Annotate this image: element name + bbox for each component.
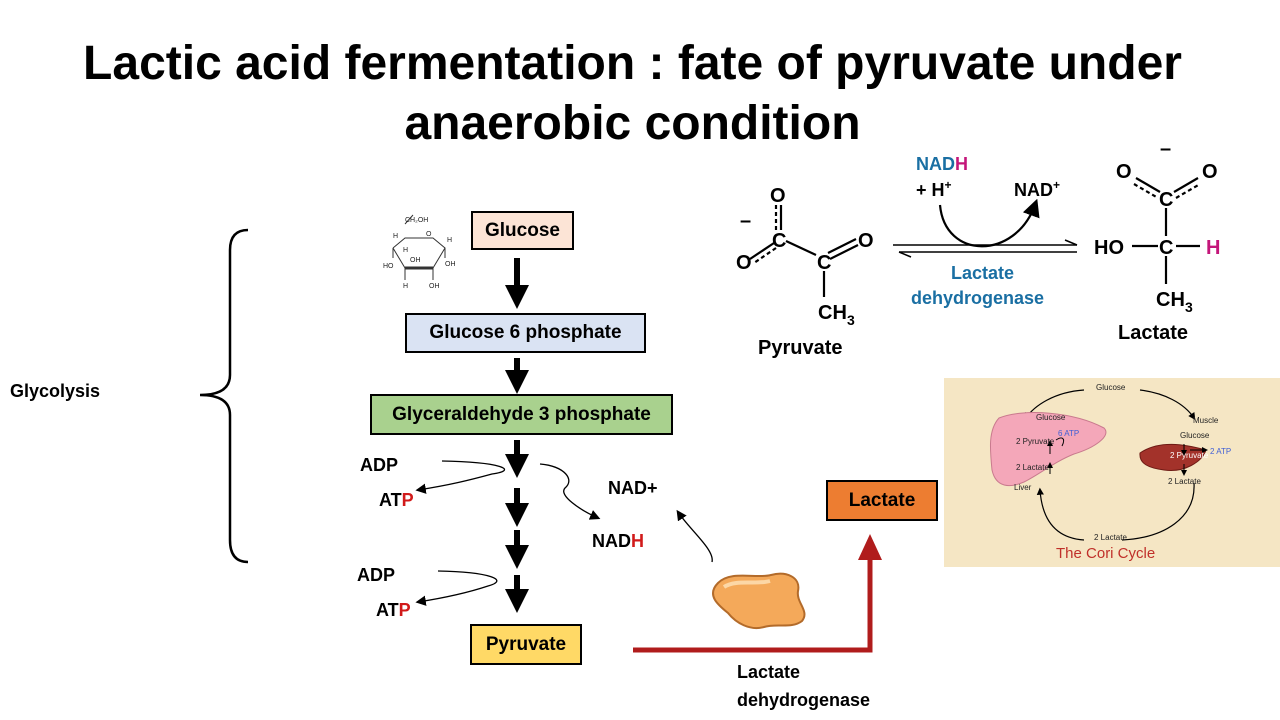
- cori-muscle-glucose: Glucose: [1180, 431, 1210, 440]
- svg-text:OH: OH: [410, 257, 421, 264]
- svg-text:CH: CH: [818, 302, 847, 324]
- cori-cycle-panel: Glucose Muscle Glucose 2 Pyruvate 2 ATP …: [944, 378, 1280, 567]
- glucose-structure: CH₂OH H O H H HO OH OH H OH: [383, 214, 456, 290]
- adp-label-2: ADP: [357, 565, 396, 585]
- reaction-nadh-label: NADH: [916, 154, 968, 174]
- cori-lactate-bottom: 2 Lactate: [1094, 533, 1127, 542]
- red-lactate-arrow: [633, 534, 882, 653]
- cori-liver-pyruvate: 2 Pyruvate: [1016, 437, 1055, 446]
- cori-liver-glucose: Glucose: [1036, 413, 1066, 422]
- glucose-6-phosphate-box: Glucose 6 phosphate: [405, 313, 646, 353]
- svg-text:CH: CH: [1156, 289, 1185, 311]
- pyruvate-structure-label: Pyruvate: [758, 337, 843, 359]
- svg-text:3: 3: [847, 312, 855, 325]
- atp-label-2: ATP: [376, 600, 411, 620]
- page-title-line2: anaerobic condition: [404, 97, 861, 150]
- glycolysis-label: Glycolysis: [10, 381, 101, 401]
- svg-text:CH₂OH: CH₂OH: [405, 217, 428, 224]
- cori-muscle-lactate: 2 Lactate: [1168, 477, 1201, 486]
- pathway-arrows: [505, 258, 529, 613]
- svg-text:O: O: [736, 252, 752, 274]
- svg-text:3: 3: [1185, 299, 1193, 315]
- reaction-enzyme-line1: Lactate: [951, 263, 1015, 283]
- nadh-label: NADH: [592, 531, 644, 551]
- svg-text:C: C: [1159, 189, 1173, 211]
- cori-muscle-atp: 2 ATP: [1210, 447, 1231, 456]
- svg-text:H: H: [393, 233, 398, 240]
- svg-text:O: O: [1116, 161, 1132, 183]
- cori-liver-lactate: 2 Lactate: [1016, 463, 1049, 472]
- svg-text:O: O: [858, 230, 874, 252]
- atp-label-1: ATP: [379, 490, 414, 510]
- page-title-line1: Lactic acid fermentation : fate of pyruv…: [83, 37, 1182, 90]
- cori-muscle-pyruvate: 2 Pyruvate: [1170, 451, 1209, 460]
- svg-text:–: –: [740, 210, 751, 232]
- pyruvate-box: Pyruvate: [470, 624, 582, 665]
- cori-cycle-title: The Cori Cycle: [1056, 545, 1155, 562]
- lactate-box: Lactate: [826, 480, 938, 521]
- glyceraldehyde-3-phosphate-box: Glyceraldehyde 3 phosphate: [370, 394, 673, 435]
- reaction-nad-plus-label: NAD+: [1014, 178, 1061, 200]
- svg-text:H: H: [1206, 237, 1220, 259]
- reaction-arrows: [893, 198, 1078, 258]
- svg-text:O: O: [1202, 161, 1218, 183]
- cori-liver-label: Liver: [1014, 483, 1032, 492]
- lactate-structure-label: Lactate: [1118, 322, 1189, 344]
- svg-text:OH: OH: [429, 283, 440, 290]
- adp-label-1: ADP: [360, 455, 399, 475]
- svg-text:C: C: [1159, 237, 1173, 259]
- svg-text:H: H: [447, 237, 452, 244]
- svg-text:H: H: [403, 247, 408, 254]
- svg-text:O: O: [426, 231, 432, 238]
- svg-text:O: O: [770, 185, 786, 207]
- enzyme-label-line2: dehydrogenase: [737, 690, 871, 710]
- glucose-box: Glucose: [471, 211, 574, 250]
- reaction-enzyme-line2: dehydrogenase: [911, 288, 1045, 308]
- cori-muscle-label: Muscle: [1193, 416, 1219, 425]
- svg-text:H: H: [403, 283, 408, 290]
- reaction-h-plus-label: + H+: [916, 178, 952, 200]
- svg-text:–: –: [1160, 140, 1171, 160]
- svg-text:C: C: [772, 230, 786, 252]
- svg-text:HO: HO: [383, 263, 394, 270]
- glycolysis-brace: [199, 228, 249, 564]
- nad-plus-label: NAD+: [608, 478, 658, 498]
- cori-glucose-top: Glucose: [1096, 383, 1126, 392]
- cofactor-curves: [415, 460, 713, 606]
- svg-text:OH: OH: [445, 261, 456, 268]
- lactate-structure: – O O C HO C H CH 3: [1094, 140, 1220, 315]
- muscle-tissue-image: [712, 572, 806, 629]
- cori-cycle-drawing: Glucose Muscle Glucose 2 Pyruvate 2 ATP …: [989, 383, 1231, 562]
- enzyme-label-line1: Lactate: [737, 662, 801, 682]
- pyruvate-structure: O C – O C O CH 3: [736, 185, 874, 325]
- svg-text:HO: HO: [1094, 237, 1124, 259]
- svg-text:C: C: [817, 252, 831, 274]
- cori-liver-atp: 6 ATP: [1058, 429, 1079, 438]
